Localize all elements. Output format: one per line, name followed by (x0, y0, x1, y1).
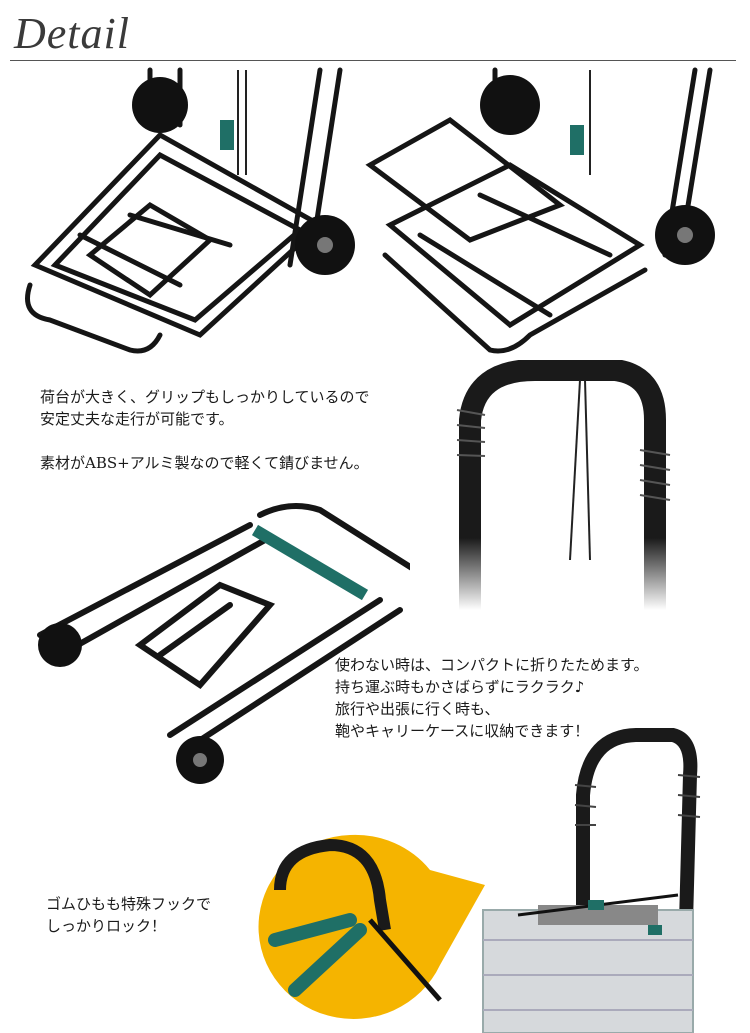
description-line: 鞄やキャリーケースに収納できます！ (335, 722, 590, 740)
folding-description: 使わない時は、コンパクトに折りたためます。 持ち運ぶ時もかさばらずにラクラク♪ … (335, 654, 649, 742)
page-title: Detail (14, 9, 130, 58)
cart-platform-folded-image (25, 67, 355, 354)
description-line: しっかりロック！ (46, 917, 167, 935)
material-description: 素材がABS+アルミ製なので軽くて錆びません。 (40, 454, 369, 472)
title-divider (10, 60, 736, 61)
cart-folded-image (37, 503, 410, 784)
description-line: 荷台が大きく、グリップもしっかりしているので (40, 388, 370, 406)
cart-platform-extended-image (365, 67, 715, 354)
description-line: 旅行や出張に行く時も、 (335, 700, 500, 718)
cart-on-suitcase-image (482, 728, 701, 1033)
hook-description: ゴムひもも特殊フックで しっかりロック！ (46, 893, 211, 937)
description-line: 使わない時は、コンパクトに折りたためます。 (335, 656, 649, 674)
handle-grip-image (456, 360, 671, 610)
description-line: ゴムひもも特殊フックで (46, 895, 212, 913)
hook-closeup-callout (258, 834, 485, 1019)
platform-description: 荷台が大きく、グリップもしっかりしているので 安定丈夫な走行が可能です。 素材が… (40, 386, 370, 474)
description-line: 安定丈夫な走行が可能です。 (40, 410, 234, 428)
description-line: 持ち運ぶ時もかさばらずにラクラク♪ (335, 678, 585, 696)
